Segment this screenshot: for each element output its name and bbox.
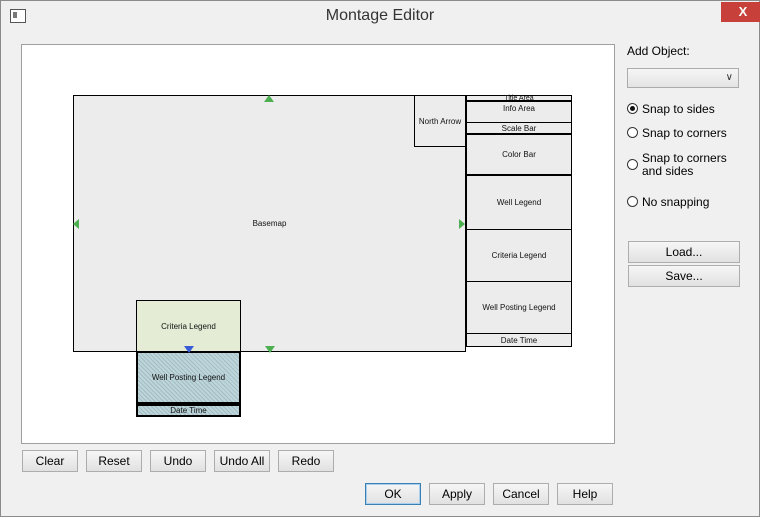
title-bar[interactable]: Montage Editor xyxy=(1,1,759,32)
info-area-label: Info Area xyxy=(502,104,536,113)
criteria-legend-bottom-label: Criteria Legend xyxy=(161,321,216,331)
well-posting-legend-right-object[interactable]: Well Posting Legend xyxy=(466,281,572,334)
north-arrow-object[interactable]: North Arrow xyxy=(414,95,466,147)
bottom-handle-selected-icon[interactable] xyxy=(184,346,194,353)
window-title: Montage Editor xyxy=(325,7,435,24)
snap-to-corners-and-sides-radio[interactable] xyxy=(627,159,638,170)
no-snapping-radio[interactable] xyxy=(627,196,638,207)
scale-bar-label: Scale Bar xyxy=(501,123,537,133)
snap-to-corners-radio[interactable] xyxy=(627,127,638,138)
help-button[interactable]: Help xyxy=(557,483,613,505)
cancel-button[interactable]: Cancel xyxy=(493,483,549,505)
criteria-legend-bottom-object[interactable]: Criteria Legend xyxy=(136,300,241,352)
save-button[interactable]: Save... xyxy=(628,265,740,287)
add-object-label: Add Object: xyxy=(627,44,690,58)
date-time-bottom-object[interactable]: Date Time xyxy=(136,404,241,417)
well-legend-object[interactable]: Well Legend xyxy=(466,175,572,230)
undo-button[interactable]: Undo xyxy=(150,450,206,472)
add-object-select[interactable]: ∨ xyxy=(627,68,739,88)
snap-to-corners-and-sides-label[interactable]: Snap to corners and sides xyxy=(642,151,727,178)
title-area-label: Title Area xyxy=(504,94,534,102)
well-posting-legend-bottom-object[interactable]: Well Posting Legend xyxy=(136,351,241,404)
well-posting-legend-bottom-label: Well Posting Legend xyxy=(151,373,226,382)
reset-button[interactable]: Reset xyxy=(86,450,142,472)
criteria-legend-right-object[interactable]: Criteria Legend xyxy=(466,229,572,282)
right-handle-icon[interactable] xyxy=(459,219,465,229)
top-handle-icon[interactable] xyxy=(264,95,274,102)
app-icon xyxy=(10,9,26,23)
color-bar-object[interactable]: Color Bar xyxy=(466,134,572,175)
close-button[interactable]: X xyxy=(721,2,760,22)
basemap-object[interactable]: Basemap xyxy=(73,95,466,352)
chevron-down-icon: ∨ xyxy=(725,72,733,83)
clear-button[interactable]: Clear xyxy=(22,450,78,472)
load-button[interactable]: Load... xyxy=(628,241,740,263)
well-posting-legend-right-label: Well Posting Legend xyxy=(482,303,556,312)
well-legend-label: Well Legend xyxy=(496,198,542,207)
date-time-right-label: Date Time xyxy=(500,335,538,345)
basemap-label: Basemap xyxy=(252,219,287,228)
date-time-bottom-label: Date Time xyxy=(170,406,207,415)
redo-button[interactable]: Redo xyxy=(278,450,334,472)
criteria-legend-right-label: Criteria Legend xyxy=(491,251,547,260)
date-time-right-object[interactable]: Date Time xyxy=(466,333,572,347)
snap-to-sides-label[interactable]: Snap to sides xyxy=(642,102,715,116)
north-arrow-label: North Arrow xyxy=(418,116,462,126)
apply-button[interactable]: Apply xyxy=(429,483,485,505)
ok-button[interactable]: OK xyxy=(365,483,421,505)
scale-bar-object[interactable]: Scale Bar xyxy=(466,122,572,134)
no-snapping-label[interactable]: No snapping xyxy=(642,195,710,209)
snap-to-corners-label[interactable]: Snap to corners xyxy=(642,126,727,140)
snap-to-sides-radio[interactable] xyxy=(627,103,638,114)
color-bar-label: Color Bar xyxy=(502,150,536,159)
info-area-object[interactable]: Info Area xyxy=(466,101,572,123)
title-area-object[interactable]: Title Area xyxy=(466,94,572,102)
montage-canvas[interactable]: Basemap North Arrow Title Area Info Area… xyxy=(21,44,615,444)
undo-all-button[interactable]: Undo All xyxy=(214,450,270,472)
left-handle-icon[interactable] xyxy=(73,219,79,229)
bottom-handle-icon[interactable] xyxy=(265,346,275,353)
